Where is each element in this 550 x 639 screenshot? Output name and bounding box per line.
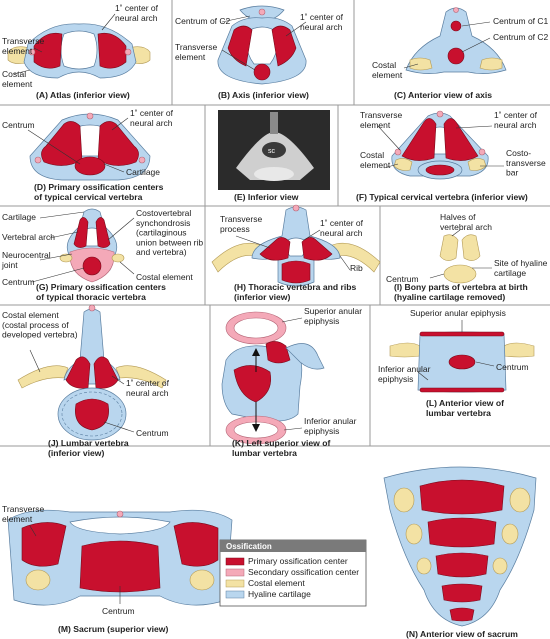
i-caption: (I) Bony parts of vertebra at birth(hyal…: [394, 282, 528, 302]
b-centrum-label: Centrum of C2: [175, 16, 231, 26]
legend-swatch-costal: [225, 579, 245, 588]
d-centrum-label: Centrum: [2, 120, 35, 130]
a-caption: (A) Atlas (inferior view): [36, 90, 130, 100]
c-centrum-c2-label: Centrum of C2: [493, 32, 549, 42]
m-centrum-label: Centrum: [102, 606, 135, 616]
panel-n-sacrum-anterior: (N) Anterior view of sacrum: [383, 466, 537, 639]
l-superior-label: Superior anular epiphysis: [410, 308, 506, 318]
legend-swatch-hyaline: [225, 590, 245, 599]
panel-e-radiograph: sc (E) Inferior view: [218, 110, 330, 202]
e-sc-label: sc: [268, 148, 276, 155]
panel-l-lumbar-anterior: Superior anular epiphysis Inferior anula…: [378, 308, 535, 418]
legend-item-primary: Primary ossification center: [248, 556, 348, 566]
g-costal-label: Costal element: [136, 272, 193, 282]
g-centrum-label: Centrum: [2, 277, 35, 287]
b-caption: (B) Axis (inferior view): [218, 90, 309, 100]
legend-swatch-secondary: [225, 568, 245, 577]
h-caption: (H) Thoracic vertebra and ribs(inferior …: [234, 282, 356, 302]
g-cartilage-label: Cartilage: [2, 212, 36, 222]
legend-item-hyaline: Hyaline cartilage: [248, 589, 311, 599]
legend-item-secondary: Secondary ossification center: [248, 567, 359, 577]
legend: Ossification Primary ossification center…: [219, 539, 367, 607]
legend-swatch-primary: [225, 557, 245, 566]
l-centrum-label: Centrum: [496, 362, 529, 372]
m-caption: (M) Sacrum (superior view): [58, 624, 168, 634]
h-rib-label: Rib: [350, 263, 363, 273]
legend-item-costal: Costal element: [248, 578, 305, 588]
g-arch-label: Vertebral arch: [2, 232, 55, 242]
i-centrum-label: Centrum: [386, 274, 419, 284]
c-caption: (C) Anterior view of axis: [394, 90, 492, 100]
e-caption: (E) Inferior view: [234, 192, 299, 202]
j-caption: (J) Lumbar vertebra(inferior view): [48, 438, 129, 458]
d-cartilage-label: Cartilage: [126, 167, 160, 177]
f-caption: (F) Typical cervical vertebra (inferior …: [356, 192, 528, 202]
n-caption: (N) Anterior view of sacrum: [406, 629, 518, 639]
c-centrum-c1-label: Centrum of C1: [493, 16, 549, 26]
j-centrum-label: Centrum: [136, 428, 169, 438]
legend-title: Ossification: [226, 542, 272, 551]
